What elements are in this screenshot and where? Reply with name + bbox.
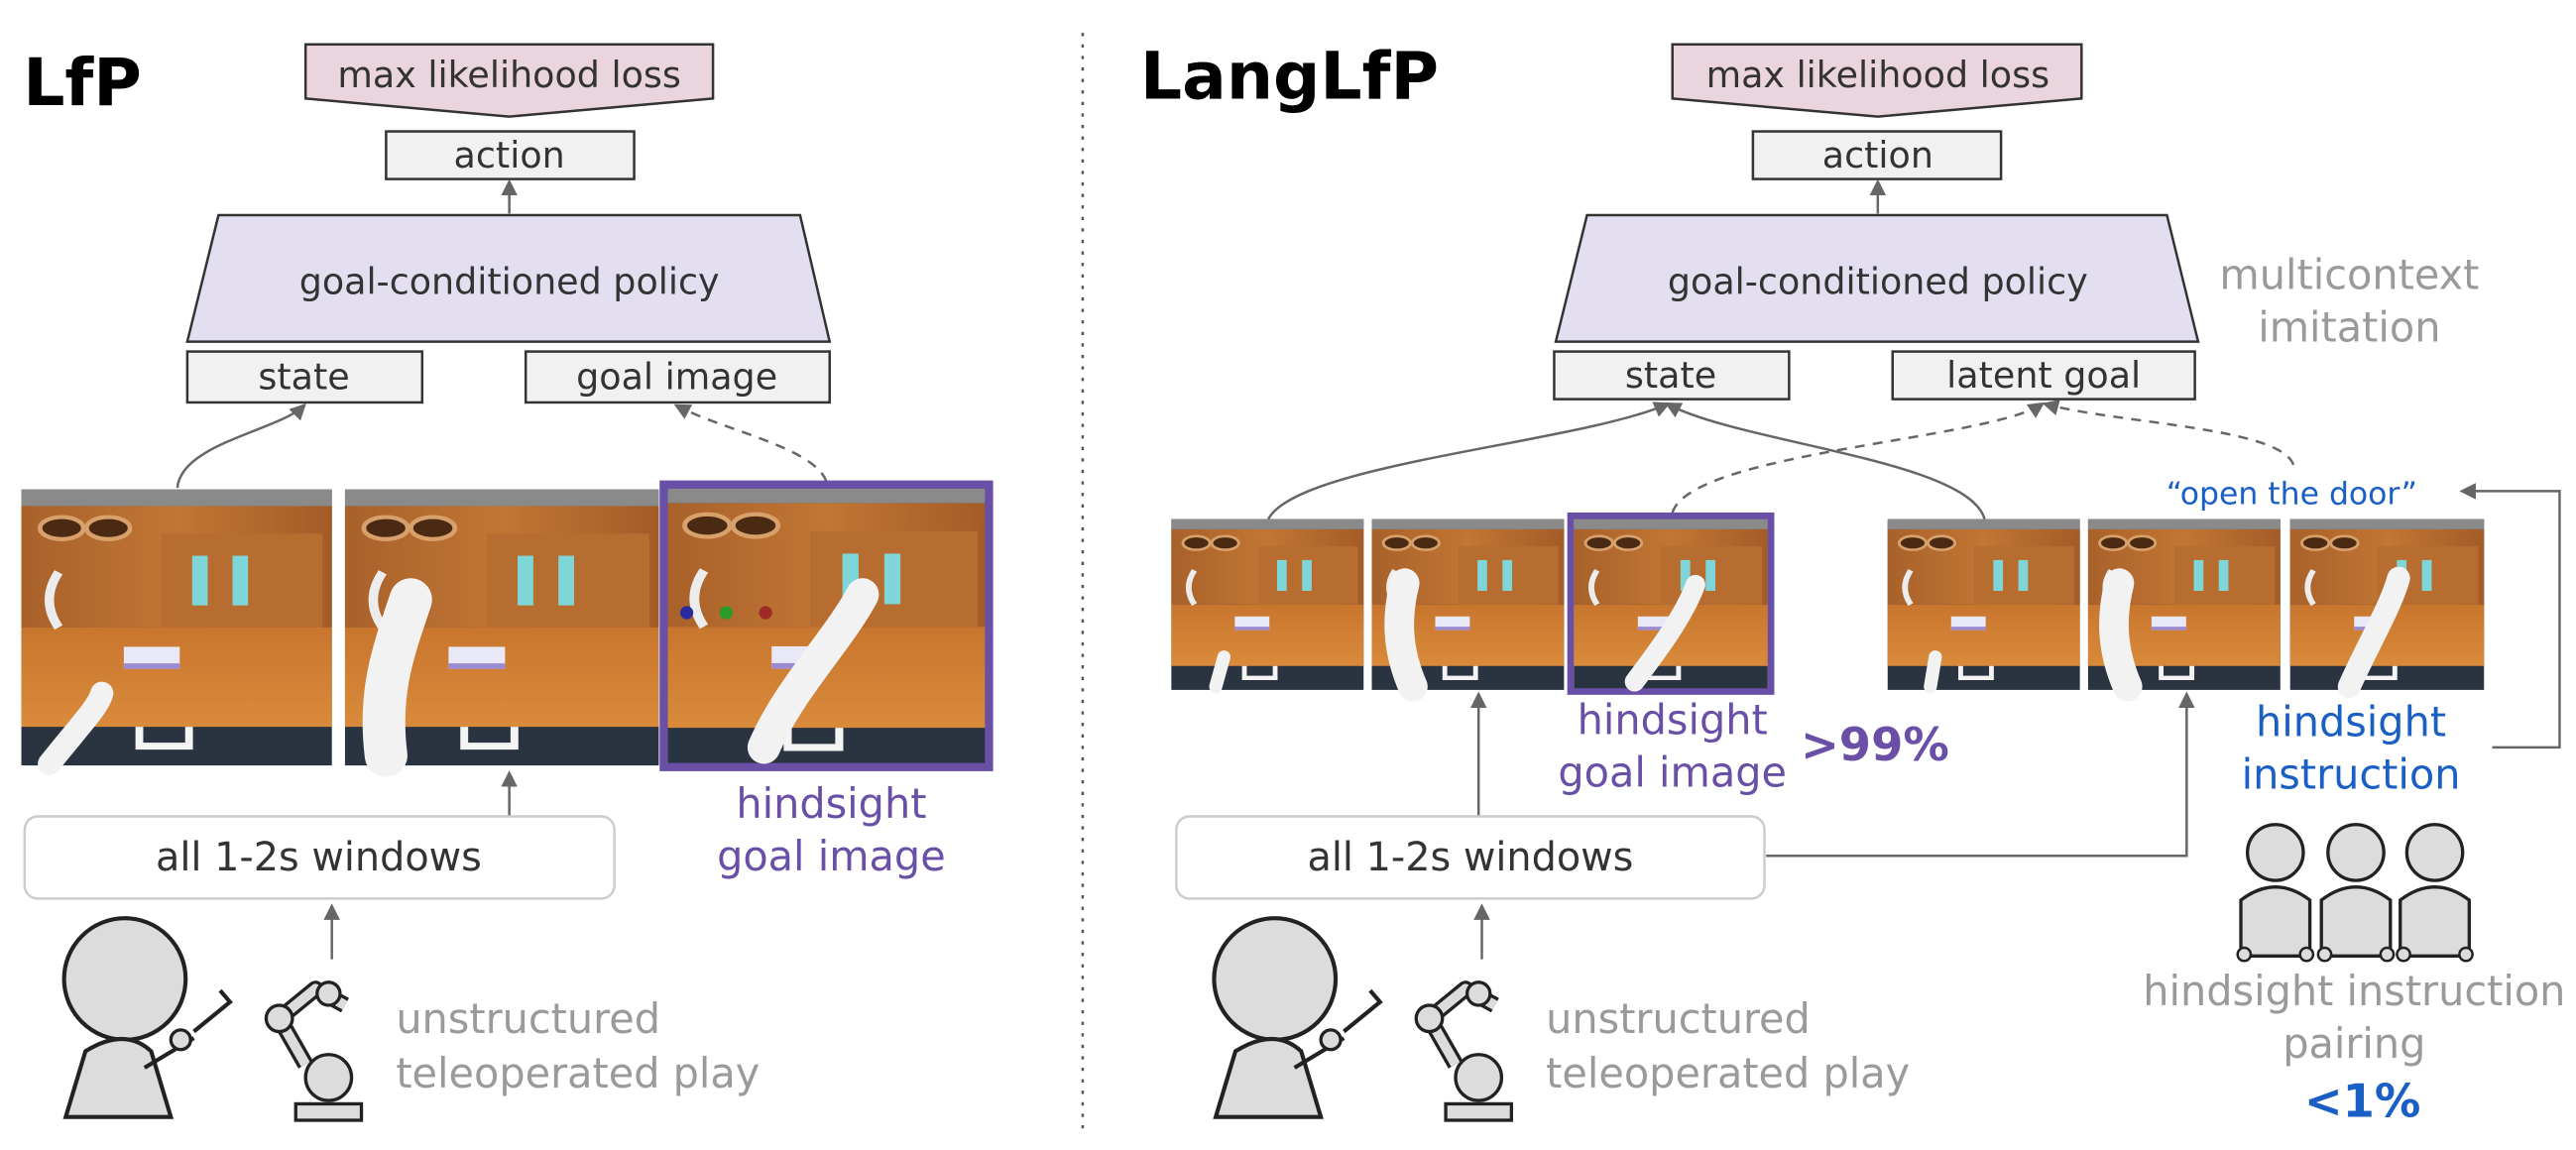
- langlfp-panel: LangLfP max likelihood loss action goal-…: [1140, 37, 2566, 1127]
- loss-box: [303, 43, 715, 118]
- robot-arm-1: [38, 681, 114, 776]
- play-line1: unstructured: [396, 995, 660, 1043]
- instruction-quote: “open the door”: [2166, 477, 2417, 513]
- windows-to-instruction-frames-arrow: [1766, 691, 2195, 858]
- action-label: action: [1822, 134, 1933, 176]
- play-line2: teleoperated play: [396, 1050, 760, 1097]
- lfp-panel: LfP max likelihood loss action goal-cond…: [22, 43, 994, 1122]
- policy-box: [1554, 213, 2200, 343]
- lfp-title: LfP: [23, 44, 142, 121]
- goal-image-box: [524, 350, 831, 404]
- loss-label: max likelihood loss: [1706, 54, 2049, 96]
- hindsight-goal-line1: hindsight: [1578, 697, 1768, 745]
- hindsight-goal-highlight: [659, 480, 994, 771]
- state-box: [185, 350, 424, 404]
- right-window-to-state-arrow: [1664, 402, 1986, 519]
- latent-goal-box: [1891, 350, 2196, 401]
- hindsight-goal-highlight: [1567, 512, 1775, 695]
- hindsight-goal-line2: goal image: [717, 833, 946, 880]
- hindsight-instruction-line2: instruction: [2242, 750, 2461, 798]
- play-line1: unstructured: [1546, 995, 1811, 1043]
- windows-label: all 1-2s windows: [156, 835, 482, 880]
- windows-box: [23, 815, 616, 900]
- pairing-percentage: <1%: [2304, 1075, 2421, 1128]
- robot-arm-3: [747, 578, 879, 764]
- goal-to-goal-arrow: [673, 403, 828, 482]
- goal-image-percentage: >99%: [1801, 718, 1949, 771]
- instruction-to-latent-arrow: [2042, 400, 2295, 466]
- loss-box: [1671, 43, 2083, 118]
- windows-box: [1175, 815, 1766, 900]
- pairing-line2: pairing: [2283, 1020, 2425, 1068]
- policy-label: goal-conditioned policy: [1668, 261, 2088, 303]
- window-a-frame-3: [1574, 519, 1768, 690]
- policy-label: goal-conditioned policy: [299, 261, 720, 303]
- multicontext-line1: multicontext: [2219, 252, 2479, 299]
- langlfp-title: LangLfP: [1140, 37, 1439, 114]
- robot-arm-icon: [1414, 980, 1514, 1122]
- teleoperator-person-icon: [1212, 916, 1383, 1119]
- goal-image-to-latent-arrow: [1671, 402, 2046, 514]
- loss-label: max likelihood loss: [337, 54, 680, 96]
- action-label: action: [454, 134, 565, 176]
- state-label: state: [258, 356, 349, 399]
- teleoperator-person-icon: [61, 916, 233, 1119]
- state-label: state: [1625, 354, 1716, 397]
- robot-arm-icon: [264, 980, 364, 1122]
- hindsight-instruction-line1: hindsight: [2256, 698, 2446, 746]
- action-box: [385, 130, 636, 180]
- policy-box: [185, 213, 832, 343]
- hindsight-goal-line2: goal image: [1558, 749, 1787, 797]
- instruction-feedback-arrow: [2459, 483, 2561, 749]
- robot-arm-2: [362, 578, 432, 777]
- window-a-frame-1: [1171, 519, 1363, 690]
- goal-image-label: goal image: [576, 356, 777, 399]
- windows-label: all 1-2s windows: [1307, 835, 1633, 880]
- latent-goal-label: latent goal: [1946, 354, 2141, 397]
- hindsight-goal-line1: hindsight: [736, 780, 926, 828]
- pairing-line1: hindsight instruction: [2143, 968, 2565, 1015]
- multicontext-line2: imitation: [2258, 304, 2440, 352]
- action-box: [1751, 130, 2003, 180]
- window-b-frame-1: [1888, 519, 2080, 690]
- image-to-state-arrow: [176, 402, 306, 489]
- state-box: [1553, 350, 1791, 401]
- left-window-to-state-arrow: [1267, 402, 1671, 520]
- annotator-people-icon: [2236, 823, 2474, 963]
- play-line2: teleoperated play: [1546, 1050, 1910, 1097]
